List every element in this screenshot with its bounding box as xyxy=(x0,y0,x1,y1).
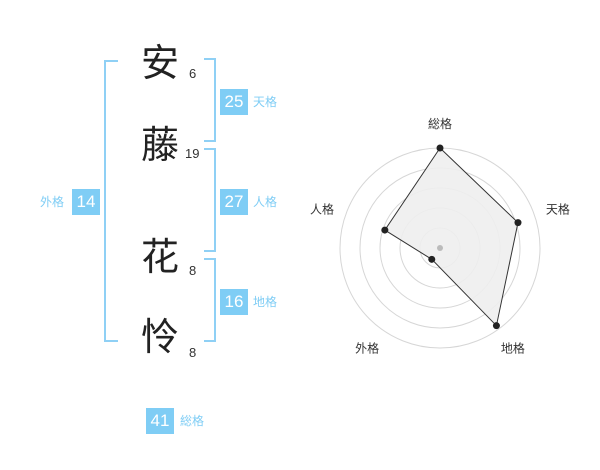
radar-axis-label-2: 天格 xyxy=(546,202,570,217)
name-char-2: 藤 xyxy=(141,123,180,167)
radar-axis-label-5: 人格 xyxy=(310,202,334,217)
radar-axis-label-4: 外格 xyxy=(355,340,379,355)
radar-center-dot xyxy=(437,245,443,251)
radar-series-polygon xyxy=(384,147,519,327)
chikaku-label: 地格 xyxy=(253,295,278,309)
name-char-3: 花 xyxy=(141,235,180,279)
jinkaku-label: 人格 xyxy=(253,195,278,209)
soukaku-label: 総格 xyxy=(180,414,205,428)
soukaku-value: 41 xyxy=(146,408,174,434)
name-char-1: 安 xyxy=(141,41,180,85)
stroke-count-1: 6 xyxy=(189,66,197,81)
tenkaku-value: 25 xyxy=(220,89,248,115)
stroke-count-3: 8 xyxy=(189,263,197,278)
name-char-4: 怜 xyxy=(141,315,180,359)
stroke-count-4: 8 xyxy=(189,345,197,360)
radar-point-2 xyxy=(514,219,522,227)
jinkaku-value: 27 xyxy=(220,189,248,215)
radar-point-3 xyxy=(492,322,500,330)
radar-point-4 xyxy=(428,255,436,263)
jinkaku-bracket xyxy=(204,148,216,252)
gaikaku-value: 14 xyxy=(72,189,100,215)
gaikaku-bracket xyxy=(104,60,118,342)
radar-axis-label-1: 総格 xyxy=(428,116,452,131)
radar-point-5 xyxy=(381,226,389,234)
radar-point-1 xyxy=(436,144,444,152)
tenkaku-bracket xyxy=(204,58,216,142)
tenkaku-label: 天格 xyxy=(253,95,278,109)
stroke-count-2: 19 xyxy=(185,146,200,161)
radar-axis-label-3: 地格 xyxy=(501,340,525,355)
chikaku-bracket xyxy=(204,258,216,342)
gaikaku-label: 外格 xyxy=(40,195,65,209)
chikaku-value: 16 xyxy=(220,289,248,315)
